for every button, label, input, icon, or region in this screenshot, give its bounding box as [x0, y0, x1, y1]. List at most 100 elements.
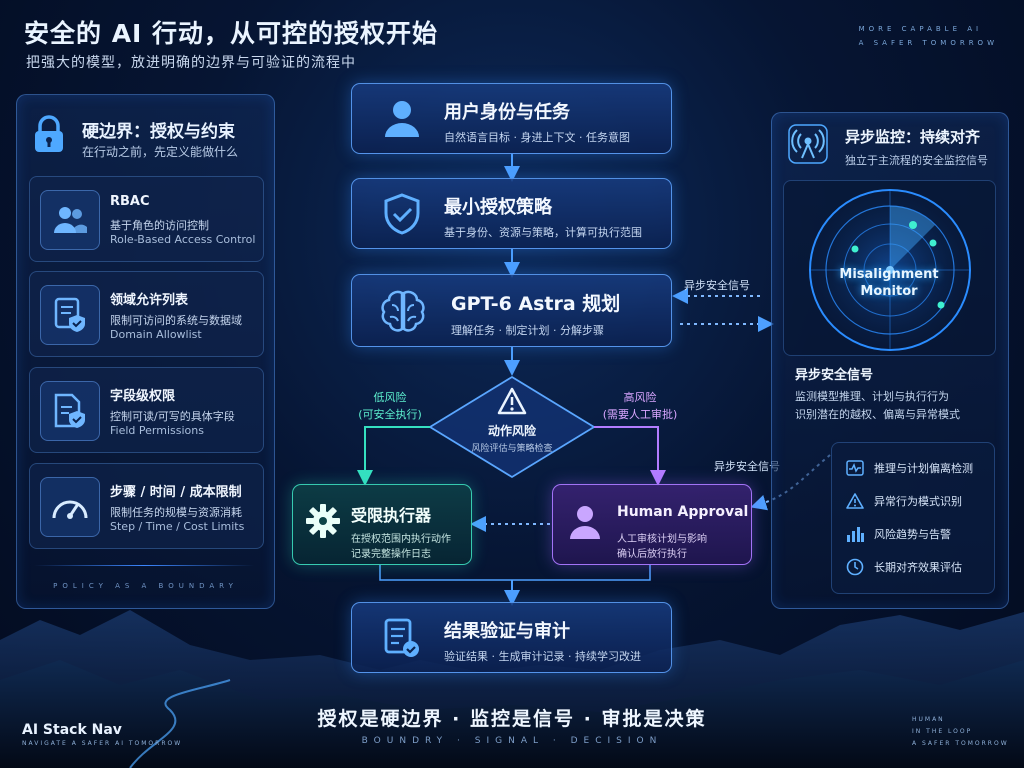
high-risk-label: 高风险 (需要人工审批)	[590, 389, 690, 423]
node-title: Human Approval	[617, 504, 749, 520]
node-description: 人工审核计划与影响	[617, 534, 707, 545]
brand-logo[interactable]: AI Stack Nav	[22, 722, 122, 738]
signal-title: 异步安全信号	[795, 368, 874, 383]
domain-allowlist-card[interactable]: 领域允许列表 限制可访问的系统与数据域 Domain Allowlist	[29, 271, 264, 357]
async-signal-label: 异步安全信号	[684, 279, 750, 292]
brain-icon	[381, 290, 425, 332]
radar-label-line: Monitor	[860, 284, 918, 299]
shield-check-icon	[384, 193, 420, 235]
footer-slogan: 授权是硬边界 · 监控是信号 · 审批是决策	[317, 708, 707, 730]
monitoring-list-item[interactable]: 推理与计划偏离检测	[846, 458, 973, 478]
monitoring-list-item[interactable]: 异常行为模式识别	[846, 491, 962, 511]
page-title: 安全的 AI 行动，从可控的授权开始	[24, 19, 439, 48]
rbac-card[interactable]: RBAC 基于角色的访问控制 Role-Based Access Control	[29, 176, 264, 262]
node-subtitle: 验证结果 · 生成审计记录 · 持续学习改进	[444, 650, 641, 663]
checklist-icon	[384, 618, 419, 657]
misalignment-monitor-label: Misalignment Monitor	[814, 266, 964, 300]
node-description: 在授权范围内执行动作	[351, 534, 451, 545]
radar-label-line: Misalignment	[839, 267, 939, 282]
signal-description: 监测模型推理、计划与执行行为	[795, 390, 949, 403]
monitoring-panel-title: 异步监控：持续对齐	[845, 128, 981, 146]
tagline-line: IN THE LOOP	[912, 728, 973, 735]
planner-node[interactable]: GPT-6 Astra 规划 理解任务 · 制定计划 · 分解步骤	[351, 274, 672, 347]
warning-icon	[497, 387, 527, 415]
async-signal-label: 异步安全信号	[714, 460, 780, 473]
footer-slogan-en: BOUNDRY · SIGNAL · DECISION	[361, 736, 663, 746]
risk-diamond	[428, 375, 596, 479]
broadcast-tower-icon	[788, 124, 828, 164]
list-item-label: 推理与计划偏离检测	[874, 462, 973, 475]
brand-tagline: NAVIGATE A SAFER AI TOMORROW	[22, 740, 183, 747]
high-risk-line: 高风险	[623, 391, 657, 404]
lock-icon	[35, 115, 63, 152]
risk-subtitle: 风险评估与策略检查	[471, 444, 553, 454]
signal-description: 识别潜在的越权、偏离与异常模式	[795, 408, 960, 421]
least-privilege-node[interactable]: 最小授权策略 基于身份、资源与策略，计算可执行范围	[351, 178, 672, 249]
node-subtitle: 基于身份、资源与策略，计算可执行范围	[444, 226, 642, 239]
low-risk-label: 低风险 (可安全执行)	[340, 389, 440, 423]
monitoring-list-item[interactable]: 长期对齐效果评估	[846, 557, 962, 577]
high-risk-line: (需要人工审批)	[602, 408, 678, 421]
bars-icon	[847, 527, 864, 542]
node-title: 结果验证与审计	[444, 621, 570, 642]
field-permissions-card[interactable]: 字段级权限 控制可读/可写的具体字段 Field Permissions	[29, 367, 264, 453]
divider	[34, 565, 254, 566]
policy-tagline: POLICY AS A BOUNDARY	[53, 582, 238, 590]
card-description: 限制任务的规模与资源消耗	[110, 506, 242, 519]
node-title: 受限执行器	[351, 506, 432, 525]
card-description-en: Field Permissions	[110, 424, 204, 437]
person-icon	[570, 506, 600, 539]
low-risk-line: 低风险	[373, 391, 407, 404]
bottom-right-tagline: HUMAN IN THE LOOP A SAFER TOMORROW	[912, 714, 1009, 750]
list-item-label: 异常行为模式识别	[874, 495, 962, 508]
clock-icon	[846, 558, 864, 576]
alert-icon	[846, 493, 864, 509]
restricted-executor-node[interactable]: 受限执行器 在授权范围内执行动作 记录完整操作日志	[292, 484, 472, 565]
user-icon	[385, 101, 419, 137]
document-shield-icon	[40, 285, 100, 345]
gauge-icon	[40, 477, 100, 537]
card-description: 限制可访问的系统与数据域	[110, 314, 242, 327]
limits-card[interactable]: 步骤 / 时间 / 成本限制 限制任务的规模与资源消耗 Step / Time …	[29, 463, 264, 549]
result-audit-node[interactable]: 结果验证与审计 验证结果 · 生成审计记录 · 持续学习改进	[351, 602, 672, 673]
node-description: 记录完整操作日志	[351, 549, 431, 560]
node-description: 确认后放行执行	[617, 549, 687, 560]
pulse-icon	[846, 460, 864, 476]
risk-title: 动作风险	[487, 424, 536, 438]
card-description: 基于角色的访问控制	[110, 219, 209, 232]
card-description-en: Role-Based Access Control	[110, 233, 256, 246]
monitoring-list: 推理与计划偏离检测 异常行为模式识别 风险趋势与告警 长期对齐效果评估	[831, 442, 995, 594]
monitoring-list-item[interactable]: 风险趋势与告警	[846, 524, 951, 544]
node-subtitle: 自然语言目标 · 身进上下文 · 任务意图	[444, 131, 630, 144]
tagline-line: HUMAN	[912, 716, 945, 723]
human-approval-node[interactable]: Human Approval 人工审核计划与影响 确认后放行执行	[552, 484, 752, 565]
page-subtitle: 把强大的模型，放进明确的边界与可验证的流程中	[26, 55, 356, 71]
tagline-line: A SAFER TOMORROW	[912, 740, 1009, 747]
user-identity-node[interactable]: 用户身份与任务 自然语言目标 · 身进上下文 · 任务意图	[351, 83, 672, 154]
low-risk-line: (可安全执行)	[358, 408, 422, 421]
list-item-label: 长期对齐效果评估	[874, 561, 962, 574]
file-shield-icon	[40, 381, 100, 441]
card-title: 领域允许列表	[110, 293, 189, 308]
tagline-line: A SAFER TOMORROW	[858, 39, 998, 47]
card-description-en: Domain Allowlist	[110, 328, 202, 341]
list-item-label: 风险趋势与告警	[874, 528, 951, 541]
card-title: RBAC	[110, 194, 150, 209]
card-title: 步骤 / 时间 / 成本限制	[110, 485, 242, 500]
card-description: 控制可读/可写的具体字段	[110, 410, 235, 423]
node-title: 用户身份与任务	[444, 102, 570, 123]
authorization-panel-title: 硬边界：授权与约束	[82, 122, 235, 142]
tagline-line: MORE CAPABLE AI	[858, 25, 983, 33]
top-right-tagline: MORE CAPABLE AI A SAFER TOMORROW	[859, 22, 998, 50]
radar-icon	[809, 189, 971, 351]
node-subtitle: 理解任务 · 制定计划 · 分解步骤	[451, 324, 604, 337]
authorization-panel-subtitle: 在行动之前，先定义能做什么	[82, 145, 239, 159]
mountain-landscape	[0, 610, 1024, 768]
card-title: 字段级权限	[110, 389, 176, 404]
card-description-en: Step / Time / Cost Limits	[110, 520, 245, 533]
users-icon	[40, 190, 100, 250]
node-title: 最小授权策略	[444, 197, 552, 218]
monitoring-panel-subtitle: 独立于主流程的安全监控信号	[845, 154, 988, 167]
gear-icon	[306, 504, 340, 538]
